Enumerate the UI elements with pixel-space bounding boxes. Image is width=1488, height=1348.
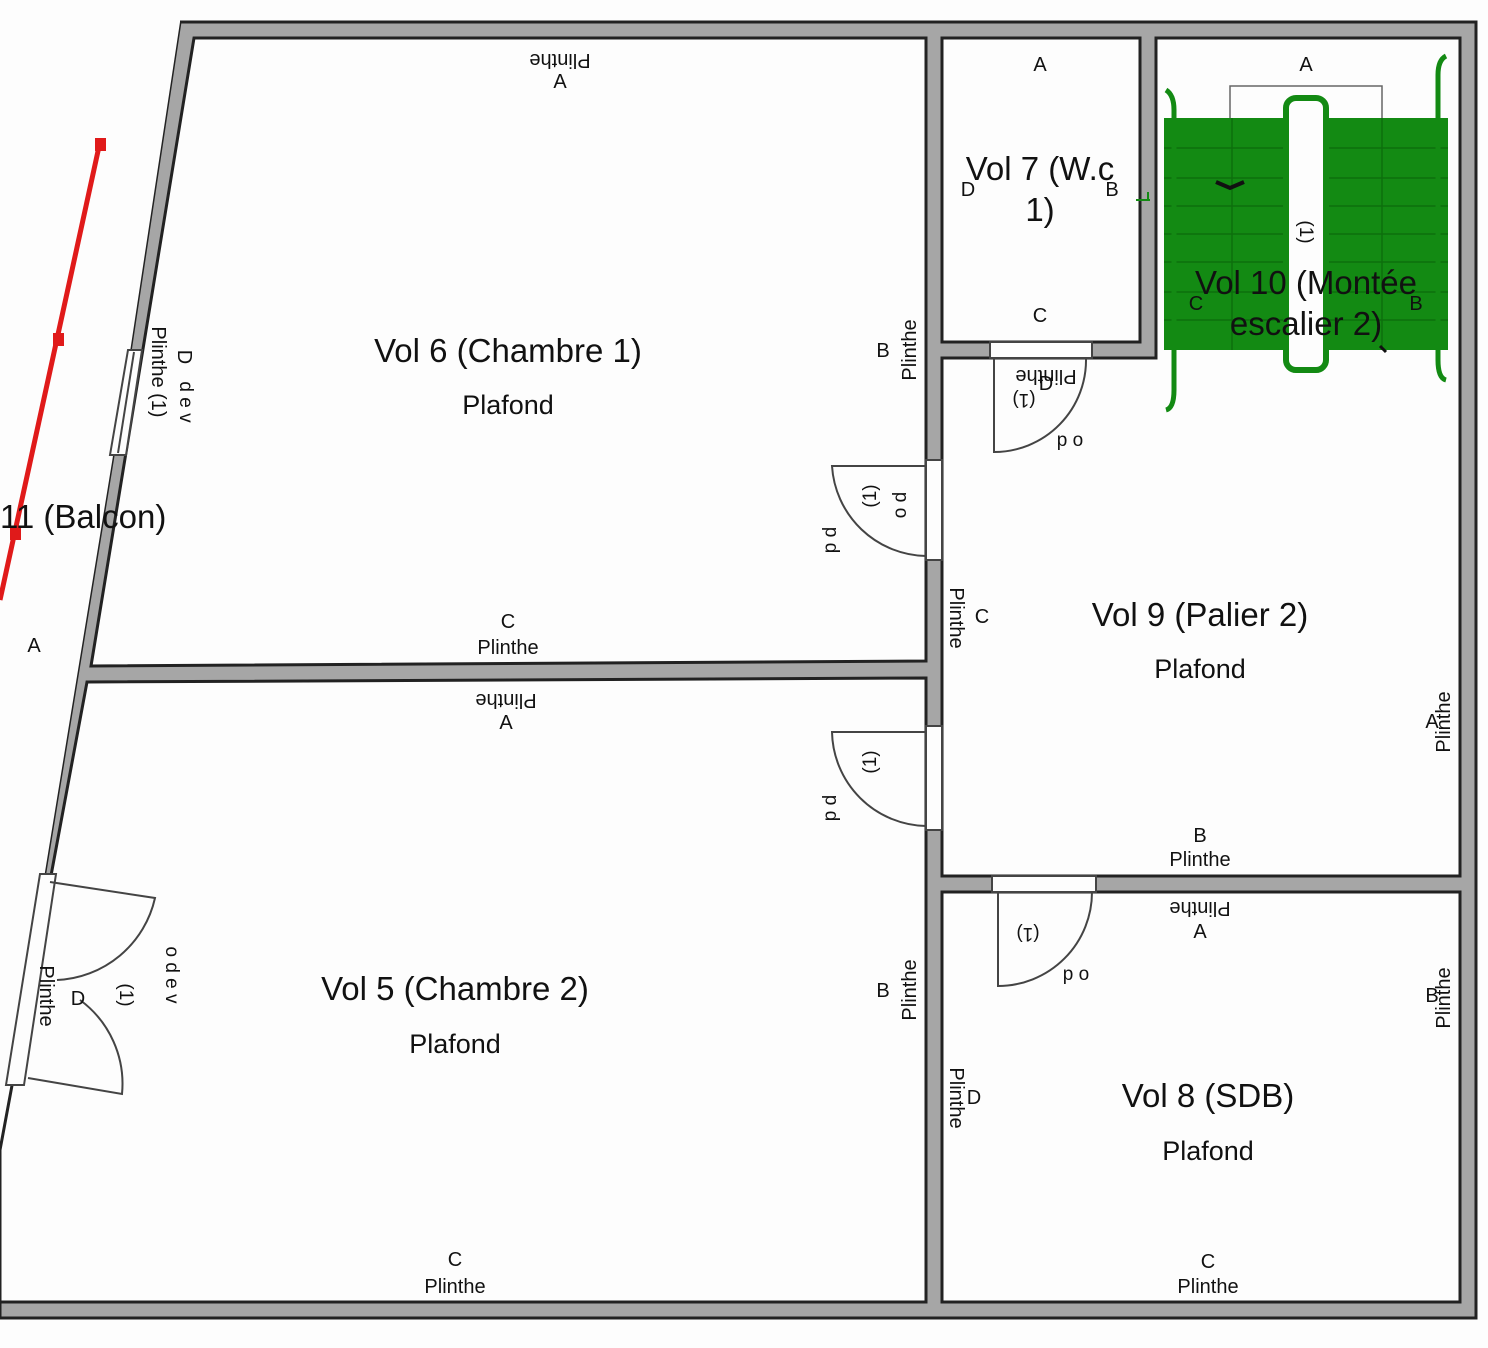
vol6-window-dev: d e v <box>175 381 196 423</box>
vol6-subtitle: Plafond <box>462 390 554 420</box>
vol5-plinthe-a: Plinthe <box>475 689 536 711</box>
vol7-wall-b: B <box>1105 179 1118 201</box>
vol7-title-line1: Vol 7 (W.c <box>966 150 1115 187</box>
staircase <box>1136 53 1448 413</box>
door-vol9-vol8 <box>991 875 1097 988</box>
vol5-wall-b: B <box>876 980 889 1002</box>
vol6-wall-d: D <box>173 350 195 364</box>
vol10-title-line1: Vol 10 (Montée <box>1195 264 1417 301</box>
room-vol7 <box>940 36 1142 344</box>
vol10-wall-b: B <box>1409 293 1422 315</box>
vol9-plinthe-b: Plinthe <box>1169 849 1230 871</box>
vol5-balcony-odev: o d e v <box>161 946 182 1004</box>
vol10-stair-mark: (1) <box>1295 220 1316 243</box>
vol9-plinthe-d: Plinthe <box>1015 365 1076 387</box>
window-vol6 <box>108 349 144 456</box>
vol10-wall-c: C <box>1189 293 1203 315</box>
door-vol6-vol9 <box>830 459 943 561</box>
vol8-door-po: p o <box>1063 964 1089 985</box>
balcony-railing <box>0 138 106 601</box>
vol7-wall-a: A <box>1033 54 1047 76</box>
vol9-wall-b: B <box>1193 825 1206 847</box>
openings <box>4 341 1097 1096</box>
vol5-door9-mark: (1) <box>860 750 881 773</box>
vol5-title: Vol 5 (Chambre 2) <box>321 970 589 1007</box>
vol5-subtitle: Plafond <box>409 1029 501 1059</box>
vol6-wall-c: C <box>501 611 515 633</box>
vol6-wall-b: B <box>876 340 889 362</box>
vol7-wall-d: D <box>961 179 975 201</box>
vol10-title-line2: escalier 2) <box>1230 305 1382 342</box>
vol8-plinthe-a: Plinthe <box>1169 897 1230 919</box>
vol9-door-po: p o <box>1057 430 1083 451</box>
labels: Vol 6 (Chambre 1) Plafond A Plinthe C Pl… <box>0 49 1455 1298</box>
vol5-wall-a: A <box>499 712 513 734</box>
vol6-door-od: p d <box>820 527 841 553</box>
vol6-title: Vol 6 (Chambre 1) <box>374 332 642 369</box>
vol5-wall-d: D <box>71 988 85 1010</box>
vol6-door-mark: (1) <box>860 484 881 507</box>
vol9-plinthe-c: Plinthe <box>945 587 967 648</box>
vol9-plinthe-a: Plinthe <box>1433 691 1455 752</box>
balcony-door-vol5 <box>4 873 157 1096</box>
vol6-plinthe-a: Plinthe <box>529 49 590 71</box>
vol6-plinthe-c: Plinthe <box>477 637 538 659</box>
vol7-title-line2: 1) <box>1025 191 1054 228</box>
vol8-wall-a: A <box>1193 921 1207 943</box>
vol8-wall-d: D <box>967 1087 981 1109</box>
vol6-door-pd: o d <box>890 492 911 518</box>
vol6-plinthe-d: Plinthe (1) <box>147 326 169 417</box>
vol5-plinthe-d: Plinthe <box>35 965 57 1026</box>
vol5-plinthe-c: Plinthe <box>424 1276 485 1298</box>
vol7-wall-c: C <box>1033 305 1047 327</box>
vol8-door-mark: (1) <box>1016 923 1039 944</box>
room-vol6 <box>89 36 928 668</box>
vol9-title: Vol 9 (Palier 2) <box>1092 596 1308 633</box>
vol9-wall-a: A <box>1425 711 1439 733</box>
vol10-wall-a: A <box>1299 54 1313 76</box>
vol6-wall-a: A <box>553 71 567 93</box>
vol5-wall-c: C <box>448 1249 462 1271</box>
vol8-subtitle: Plafond <box>1162 1136 1254 1166</box>
vol5-door-mark: (1) <box>115 983 136 1006</box>
vol6-plinthe-b: Plinthe <box>899 319 921 380</box>
vol8-title: Vol 8 (SDB) <box>1122 1077 1294 1114</box>
vol5-door9-pd: p d <box>820 795 841 821</box>
vol9-door-mark: (1) <box>1012 389 1035 410</box>
vol8-wall-c: C <box>1201 1251 1215 1273</box>
vol9-subtitle: Plafond <box>1154 654 1246 684</box>
vol8-wall-b: B <box>1425 985 1438 1007</box>
vol9-wall-c: C <box>975 606 989 628</box>
vol8-plinthe-d: Plinthe <box>945 1067 967 1128</box>
door-vol5-vol9 <box>830 725 943 831</box>
vol11-title: 11 (Balcon) <box>0 498 166 535</box>
vol5-plinthe-b: Plinthe <box>899 959 921 1020</box>
room-vol8 <box>940 890 1462 1304</box>
door-vol7-vol9 <box>989 341 1093 454</box>
vol8-plinthe-c: Plinthe <box>1177 1276 1238 1298</box>
vol11-wall-a: A <box>27 635 41 657</box>
vol9-wall-d: D <box>1039 373 1053 395</box>
vol8-plinthe-b: Plinthe <box>1433 967 1455 1028</box>
